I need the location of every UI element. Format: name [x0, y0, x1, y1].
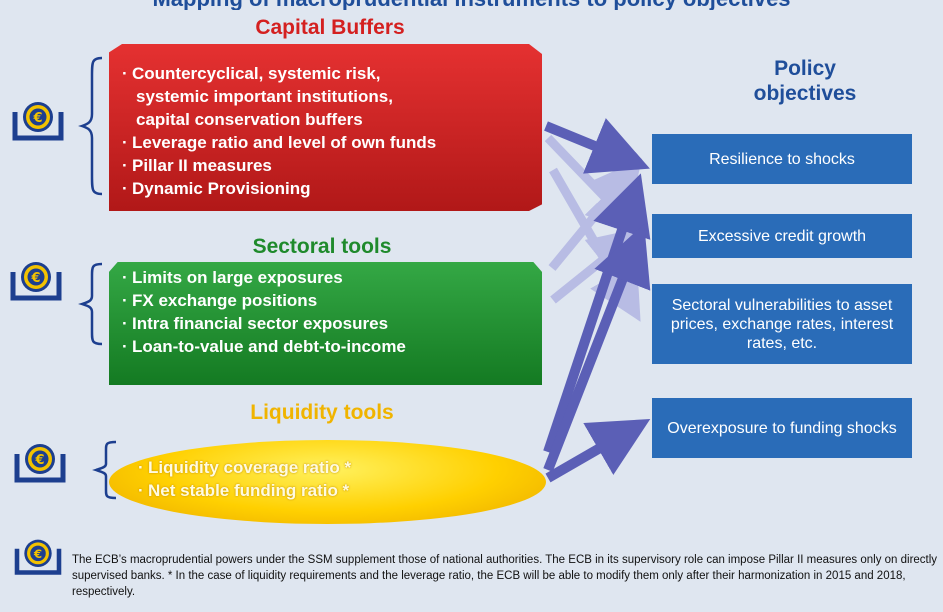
arrow-capital-to-resilience: [544, 118, 650, 174]
list-item: systemic important institutions,: [136, 87, 393, 106]
list-item: ·Countercyclical, systemic risk,: [122, 64, 381, 83]
ecb-euro-icon: €: [10, 262, 62, 301]
arrow-liquidity-to-funding: [545, 419, 651, 483]
objective-credit-growth: Excessive credit growth: [652, 214, 912, 258]
ecb-euro-icon: €: [14, 539, 62, 575]
list-item: ·Dynamic Provisioning: [122, 179, 311, 198]
capital-buffers-title: Capital Buffers: [255, 16, 405, 39]
objective-funding-shocks: Overexposure to funding shocks: [652, 398, 912, 458]
svg-text:€: €: [34, 453, 44, 468]
page-title: Mapping of macroprudential instruments t…: [0, 0, 943, 10]
svg-text:€: €: [30, 271, 40, 286]
objective-sectoral-vulnerabilities: Sectoral vulnerabilities to asset prices…: [652, 284, 912, 364]
list-item: capital conservation buffers: [136, 110, 363, 129]
header-strip: [0, 0, 943, 20]
policy-objectives-title: Policy objectives: [753, 57, 857, 105]
liquidity-tools-ellipse: [109, 440, 546, 524]
list-item: ·Net stable funding ratio *: [138, 481, 350, 500]
svg-text:€: €: [32, 111, 42, 126]
list-item: ·Leverage ratio and level of own funds: [122, 133, 437, 152]
brace-icon: [78, 262, 103, 346]
ecb-euro-icon: €: [14, 444, 66, 483]
capital-buffers-box: [109, 44, 542, 211]
capital-buffers-list: ·Countercyclical, systemic risk, systemi…: [122, 62, 436, 200]
list-item: ·Loan-to-value and debt-to-income: [122, 337, 406, 356]
arrow-liquidity-to-credit: [543, 223, 651, 472]
brace-icon: [92, 440, 117, 500]
list-item: ·Limits on large exposures: [122, 268, 343, 287]
sectoral-tools-box: [109, 262, 542, 385]
list-item: ·Intra financial sector exposures: [122, 314, 389, 333]
list-item: ·Liquidity coverage ratio *: [138, 458, 352, 477]
svg-text:€: €: [33, 547, 42, 561]
brace-icon: [78, 56, 103, 196]
ecb-euro-icon: €: [12, 102, 64, 141]
objective-resilience: Resilience to shocks: [652, 134, 912, 184]
sectoral-tools-title: Sectoral tools: [252, 235, 392, 258]
list-item: ·Pillar II measures: [122, 156, 272, 175]
liquidity-tools-list: ·Liquidity coverage ratio * ·Net stable …: [138, 456, 351, 502]
sectoral-tools-list: ·Limits on large exposures ·FX exchange …: [122, 266, 406, 358]
liquidity-tools-title: Liquidity tools: [250, 401, 394, 424]
list-item: ·FX exchange positions: [122, 291, 318, 310]
footnote-text: The ECB’s macroprudential powers under t…: [72, 554, 938, 598]
